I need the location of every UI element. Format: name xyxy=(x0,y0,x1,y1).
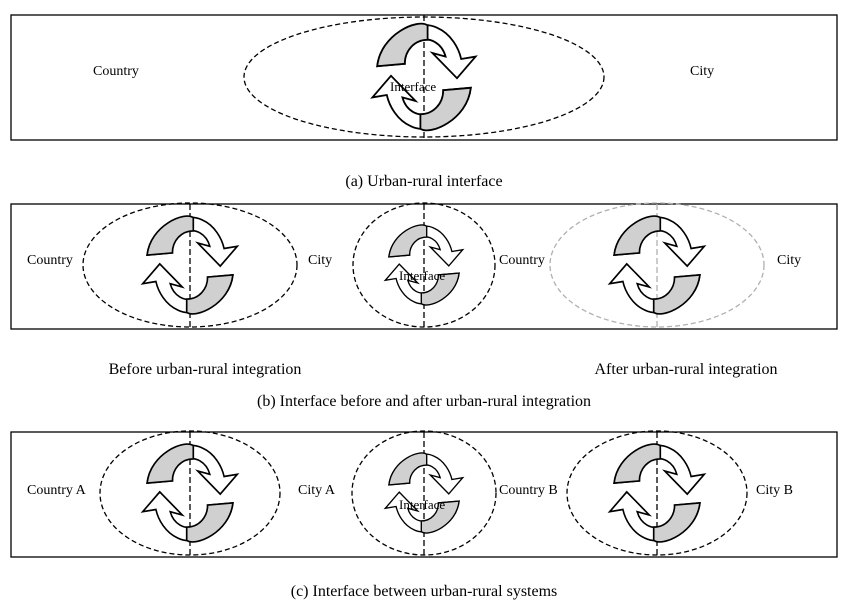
city-a-label: City A xyxy=(298,483,336,498)
caption-b: (b) Interface before and after urban-rur… xyxy=(257,393,591,410)
before-integration-label: Before urban-rural integration xyxy=(109,361,302,378)
right-city-label: City xyxy=(777,253,801,268)
left-country-label: Country xyxy=(27,253,73,268)
caption-c: (c) Interface between urban-rural system… xyxy=(291,583,558,600)
country-b-label: Country B xyxy=(499,483,558,498)
flow-arrows-system-a xyxy=(141,442,239,544)
interface-label: Interface xyxy=(390,79,436,94)
flow-arrows-interface xyxy=(384,452,464,534)
after-integration-label: After urban-rural integration xyxy=(594,361,777,378)
country-label: Country xyxy=(93,64,139,79)
panel-a: Country City Interface (a) Urban-rural i… xyxy=(10,14,838,190)
interface-label: Interface xyxy=(399,497,445,512)
caption-a: (a) Urban-rural interface xyxy=(345,173,502,190)
flow-arrows-system-b xyxy=(608,442,706,544)
city-b-label: City B xyxy=(756,483,793,498)
panel-c: Country A City A Interface Country B Cit… xyxy=(10,430,838,600)
system-boundary-before xyxy=(82,202,298,328)
city-label: City xyxy=(690,64,714,79)
interface-label: Interface xyxy=(399,268,445,283)
right-country-label: Country xyxy=(499,253,545,268)
flow-arrows xyxy=(370,22,478,132)
panel-b: Country City Interface Country City Befo… xyxy=(10,202,838,410)
flow-arrows-before xyxy=(141,214,239,316)
flow-arrows-after xyxy=(608,214,706,316)
system-boundary-after xyxy=(549,202,765,328)
left-city-label: City xyxy=(308,253,332,268)
country-a-label: Country A xyxy=(27,483,87,498)
flow-arrows-interface xyxy=(384,224,464,306)
